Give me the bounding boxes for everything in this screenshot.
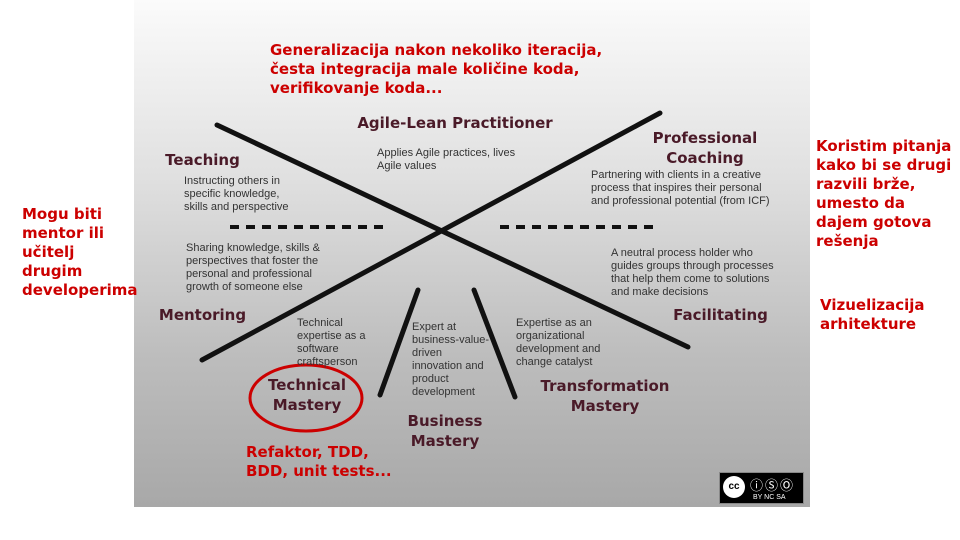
heading-technical: Technical Mastery (268, 376, 346, 414)
fan-line (377, 287, 421, 398)
diagonal-line (214, 122, 691, 350)
heading-facilitating: Facilitating (673, 306, 768, 324)
annotation-left: Mogu biti mentor ili učitelj drugim deve… (22, 205, 138, 299)
desc-business: Expert at business-value-driven innovati… (412, 321, 490, 398)
by-nc-sa-icons: ⓘⓈⓄ (750, 478, 796, 493)
fan-line (471, 287, 518, 400)
heading-coaching: Professional Coaching (652, 129, 758, 167)
cc-license-badge: cc ⓘⓈⓄ BY NC SA (719, 472, 804, 504)
cc-icon: cc (723, 476, 745, 498)
desc-mentoring: Sharing knowledge, skills & perspectives… (186, 242, 320, 293)
heading-mentoring: Mentoring (158, 306, 247, 324)
annotation-right-top: Koristim pitanja kako bi se drugi razvil… (816, 137, 952, 250)
heading-transformation: Transformation Mastery (540, 377, 670, 415)
desc-transformation: Expertise as an organizational developme… (516, 317, 601, 368)
heading-agile: Agile-Lean Practitioner (357, 114, 553, 132)
desc-coaching: Partnering with clients in a creative pr… (591, 169, 770, 207)
diagonal-line (199, 110, 663, 363)
desc-technical: Technical expertise as a software crafts… (297, 317, 366, 368)
desc-teaching: Instructing others in specific knowledge… (184, 175, 289, 213)
framework-image (134, 0, 810, 507)
desc-facilitating: A neutral process holder who guides grou… (611, 247, 774, 298)
highlight-circle (248, 363, 364, 433)
heading-business: Business Mastery (407, 412, 483, 450)
desc-agile: Applies Agile practices, lives Agile val… (377, 147, 516, 172)
annotation-bottom: Refaktor, TDD, BDD, unit tests... (246, 443, 392, 480)
annotation-right-bottom: Vizuelizacija arhitekture (820, 296, 925, 333)
heading-teaching: Teaching (165, 151, 240, 169)
license-label: BY NC SA (753, 494, 786, 501)
annotation-top: Generalizacija nakon nekoliko iteracija,… (270, 41, 603, 97)
